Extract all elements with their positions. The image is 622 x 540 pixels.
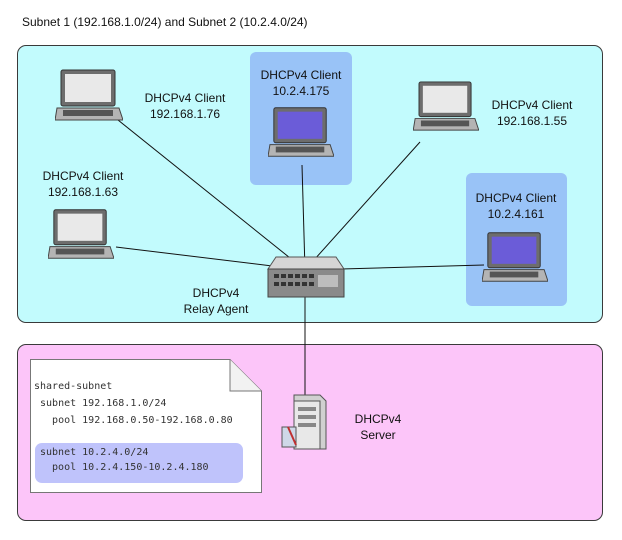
client-name: DHCPv4 Client	[42, 169, 124, 183]
relay-agent-line2: Relay Agent	[183, 302, 249, 316]
subnet2-config-highlight	[35, 443, 243, 483]
diagram-title: Subnet 1 (192.168.1.0/24) and Subnet 2 (…	[22, 15, 308, 29]
client-ip: 192.168.1.63	[47, 185, 119, 199]
laptop-icon	[48, 209, 114, 259]
server-line2: Server	[360, 428, 396, 442]
client-label: DHCPv4 Client 10.2.4.175	[253, 67, 349, 99]
link-client-175	[301, 164, 306, 271]
server-line1: DHCPv4	[354, 412, 402, 426]
client-label: DHCPv4 Client 192.168.1.76	[140, 90, 230, 122]
laptop-icon	[413, 81, 479, 131]
client-label: DHCPv4 Client 192.168.1.55	[487, 97, 577, 129]
server-label: DHCPv4 Server	[348, 411, 408, 443]
laptop-icon	[482, 232, 548, 282]
client-label: DHCPv4 Client 10.2.4.161	[470, 190, 562, 222]
link-client-55	[304, 141, 421, 271]
client-name: DHCPv4 Client	[491, 98, 573, 112]
client-name: DHCPv4 Client	[475, 191, 557, 205]
link-client-76	[117, 119, 306, 271]
relay-agent-line1: DHCPv4	[192, 286, 240, 300]
client-name: DHCPv4 Client	[144, 91, 226, 105]
relay-agent-icon	[267, 256, 345, 298]
client-name: DHCPv4 Client	[260, 68, 342, 82]
client-ip: 10.2.4.161	[487, 207, 545, 221]
client-label: DHCPv4 Client 192.168.1.63	[38, 168, 128, 200]
client-ip: 192.168.1.55	[496, 114, 568, 128]
laptop-icon	[268, 107, 334, 157]
client-ip: 10.2.4.175	[272, 84, 330, 98]
laptop-icon	[55, 69, 123, 121]
server-icon	[281, 394, 327, 450]
client-ip: 192.168.1.76	[149, 107, 221, 121]
relay-agent-label: DHCPv4 Relay Agent	[178, 285, 254, 317]
